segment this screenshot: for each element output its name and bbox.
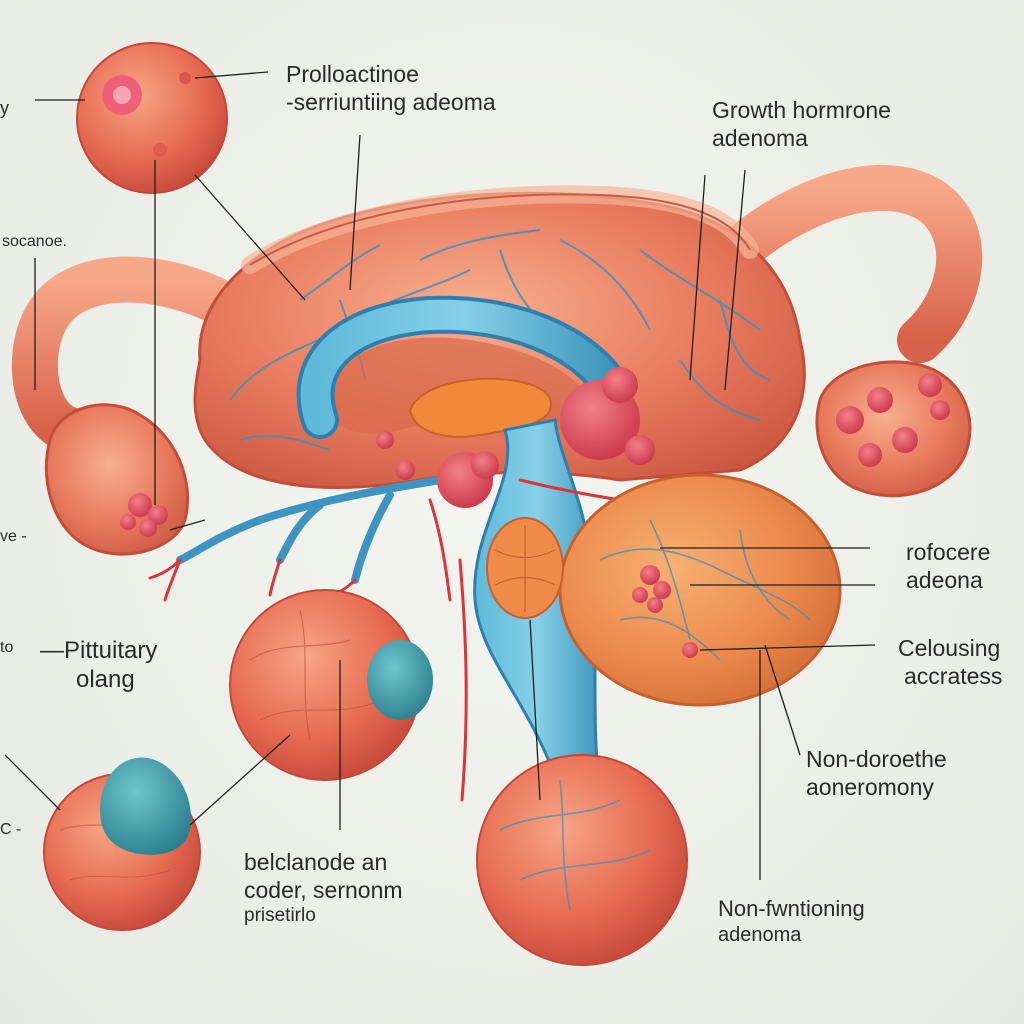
left-fragment-to: to bbox=[0, 639, 14, 656]
rofocere-label-line1: rofocere bbox=[906, 539, 991, 565]
non-functioning-tumor bbox=[476, 754, 688, 966]
growth-hormone-label: Growth hormrone adenoma bbox=[712, 96, 891, 152]
central-tumors bbox=[376, 367, 655, 508]
pituitary-label: —Pittuitary olang bbox=[40, 636, 157, 695]
left-knot-tumors bbox=[120, 493, 168, 537]
prolactin-tumor bbox=[76, 42, 228, 194]
non-doroethe-label-line2: aoneromony bbox=[806, 774, 934, 801]
rofocere-label-line2: adeona bbox=[906, 567, 983, 594]
non-funtioning-label-line1: Non-fwntioning bbox=[718, 896, 865, 921]
prolactin-label: Prolloactinoe -serriuntiing adeoma bbox=[286, 60, 496, 116]
celousing-label: Celousing accratess bbox=[898, 634, 1002, 690]
pituitary-label-line2: olang bbox=[76, 666, 135, 694]
rofocere-label: rofocere adeona bbox=[906, 538, 990, 594]
right-lobe bbox=[558, 473, 842, 707]
non-funtioning-label-line2: adenoma bbox=[718, 923, 802, 946]
socanoe-label: socanoe. bbox=[2, 233, 67, 250]
left-fragment-ve: ve - bbox=[0, 528, 27, 545]
belclanode-label-line3: prisetirlo bbox=[244, 905, 316, 927]
right-tube bbox=[722, 164, 983, 363]
belclanode-label-line1: belclanode an bbox=[244, 849, 388, 875]
left-tube bbox=[11, 256, 238, 453]
belclanode-label: belclanode an coder, sernonm prisetirlo bbox=[244, 848, 403, 927]
left-vessel-branch bbox=[176, 476, 444, 584]
non-funtioning-label: Non-fwntioning adenoma bbox=[718, 896, 865, 947]
growth-hormone-label-line1: Growth hormrone bbox=[712, 97, 891, 123]
growth-hormone-label-line2: adenoma bbox=[712, 125, 808, 152]
non-doroethe-label-line1: Non-doroethe bbox=[806, 746, 947, 772]
leader-lines bbox=[4, 71, 876, 880]
teal-tumor-1 bbox=[367, 640, 433, 720]
non-doroethe-label: Non-doroethe aoneromony bbox=[806, 745, 947, 801]
left-fragment-y: y bbox=[0, 98, 9, 118]
celousing-label-line1: Celousing bbox=[898, 635, 1001, 661]
left-fragment-c: C - bbox=[0, 821, 22, 838]
belclanode-label-line2: coder, sernonm bbox=[244, 877, 403, 904]
teal-tumor-2 bbox=[100, 757, 191, 855]
prolactin-label-line2: -serriuntiing adeoma bbox=[286, 89, 496, 116]
prolactin-label-line1: Prolloactinoe bbox=[286, 61, 419, 87]
right-lobe-cluster bbox=[632, 565, 698, 658]
left-knot bbox=[44, 403, 190, 556]
right-knot-tumors bbox=[836, 373, 950, 467]
inner-lobe bbox=[408, 377, 552, 438]
pituitary-label-line1: —Pittuitary bbox=[40, 637, 158, 664]
celousing-label-line2: accratess bbox=[904, 663, 1003, 690]
